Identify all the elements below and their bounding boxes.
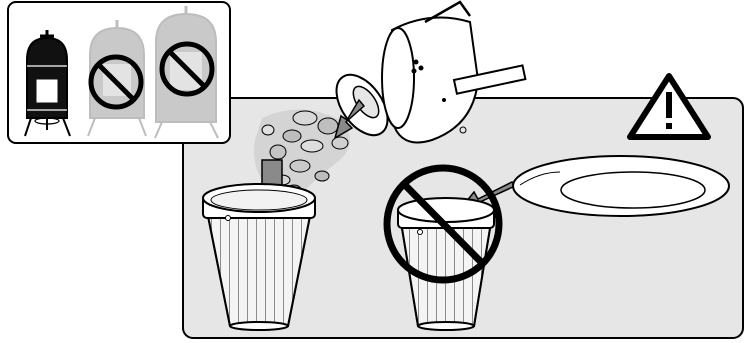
- plate-icon: [513, 156, 729, 216]
- inset-model-panel: [8, 2, 230, 143]
- smoker-medium-icon: [88, 20, 146, 136]
